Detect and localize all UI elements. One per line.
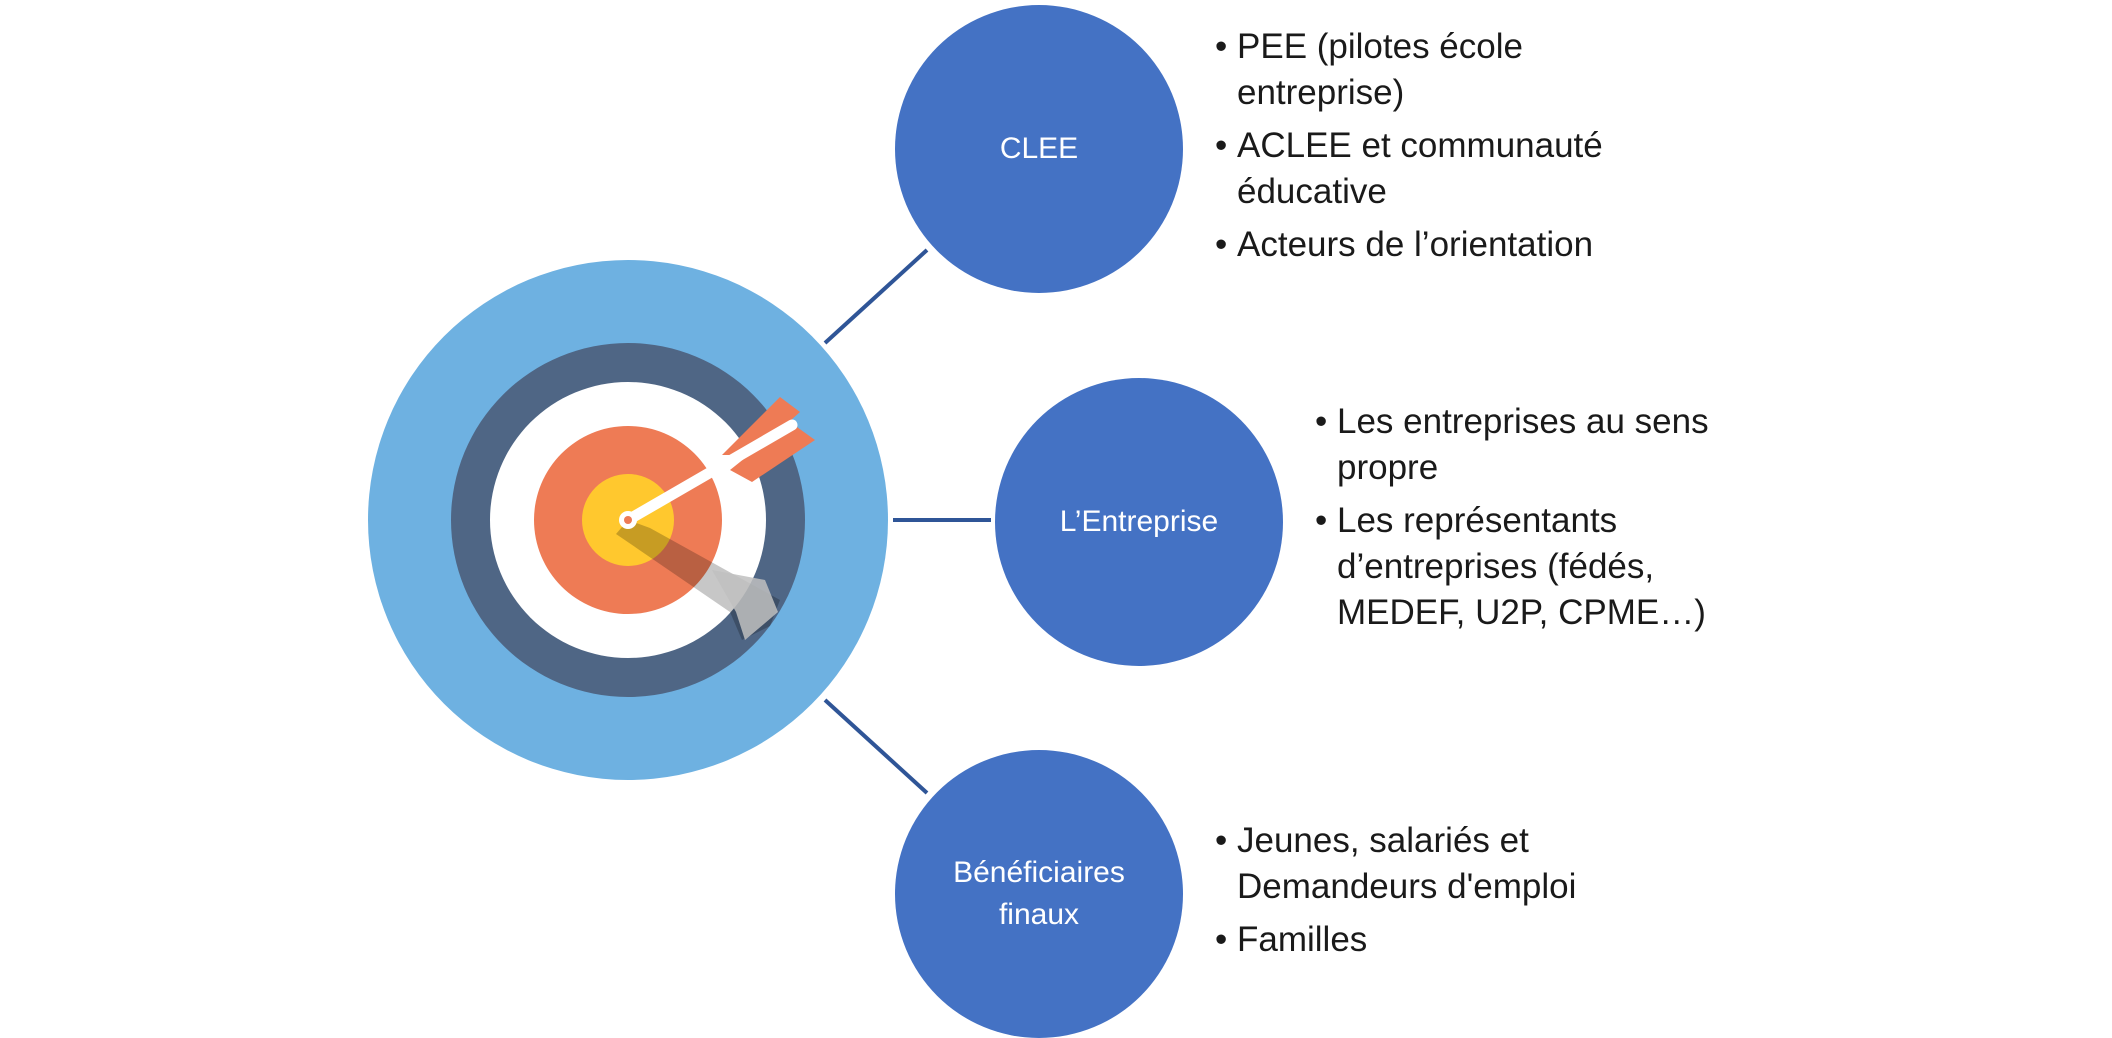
arrow-shadow-feather: [712, 570, 778, 640]
arrow-fletching-bottom: [730, 422, 815, 482]
connector-clee: [823, 248, 929, 345]
entreprise-bullet-list: Les entreprises au sens propre Les repré…: [1315, 399, 1765, 643]
node-beneficiaires-label: Bénéficiaires finaux: [953, 856, 1125, 931]
node-entreprise: L’Entreprise: [995, 378, 1283, 666]
list-item: PEE (pilotes école entreprise): [1215, 24, 1665, 116]
target-with-arrow-icon: [368, 260, 888, 780]
list-item: ACLEE et communauté éducative: [1215, 123, 1665, 215]
list-item: Familles: [1215, 917, 1665, 963]
list-item: Acteurs de l’orientation: [1215, 222, 1665, 268]
node-beneficiaires: Bénéficiaires finaux: [895, 750, 1183, 1038]
list-item: Jeunes, salariés et Demandeurs d'emploi: [1215, 818, 1665, 910]
beneficiaires-bullet-list: Jeunes, salariés et Demandeurs d'emploi …: [1215, 818, 1665, 970]
node-entreprise-label: L’Entreprise: [1059, 505, 1219, 538]
arrow-tip-center: [624, 516, 632, 524]
list-item: Les représentants d’entreprises (fédés, …: [1315, 498, 1765, 636]
arrow-fletching-top: [722, 397, 800, 455]
arrow-shaft: [622, 419, 798, 526]
clee-bullet-list: PEE (pilotes école entreprise) ACLEE et …: [1215, 24, 1665, 275]
connector-beneficiaires: [823, 698, 929, 795]
node-clee-label: CLEE: [999, 132, 1079, 165]
list-item: Les entreprises au sens propre: [1315, 399, 1765, 491]
node-clee: CLEE: [895, 5, 1183, 293]
